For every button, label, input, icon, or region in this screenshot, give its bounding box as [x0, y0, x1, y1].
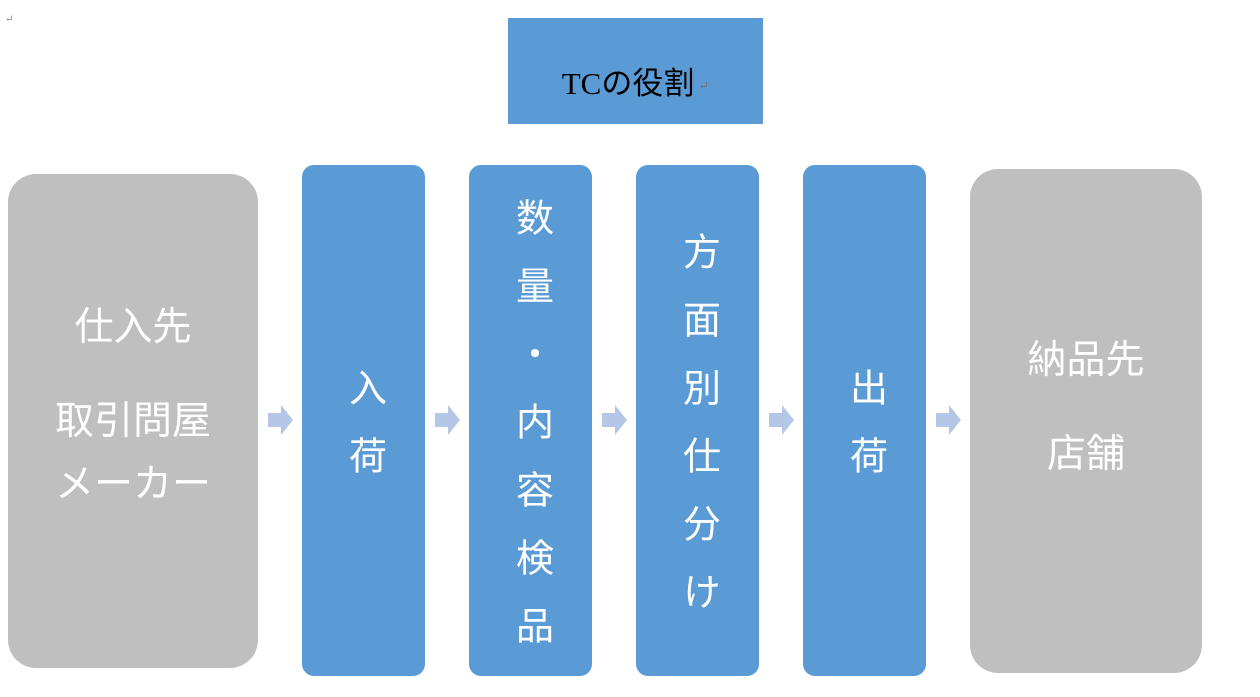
destination-line: 店舗 [1046, 432, 1125, 476]
arrow-right-icon [435, 405, 460, 435]
arrow-right-icon [936, 405, 961, 435]
title-text: TCの役割 [561, 65, 695, 101]
source-line: 取引問屋 [54, 400, 211, 443]
arrow-right-icon [602, 405, 627, 435]
source-box: 仕入先 取引問屋 メーカー [8, 174, 258, 668]
destination-box: 納品先 店舗 [970, 169, 1202, 673]
step-label: 出荷 [843, 367, 886, 504]
step-box-inspection: 数量・内容検品 [469, 165, 592, 676]
paragraph-mark: ↵ [698, 78, 710, 93]
arrow-right-icon [769, 405, 794, 435]
step-label: 方面別仕分け [676, 231, 719, 640]
source-line: 仕入先 [74, 306, 192, 349]
destination-line: 納品先 [1027, 338, 1145, 382]
paragraph-mark: ↵ [5, 14, 14, 25]
step-box-shipping: 出荷 [803, 165, 926, 676]
step-label: 数量・内容検品 [509, 197, 552, 674]
step-box-receiving: 入荷 [302, 165, 425, 676]
title-box: TCの役割↵ [508, 18, 763, 124]
step-box-sorting: 方面別仕分け [636, 165, 759, 676]
arrow-right-icon [268, 405, 293, 435]
step-label: 入荷 [342, 367, 385, 504]
source-line: メーカー [54, 463, 211, 506]
